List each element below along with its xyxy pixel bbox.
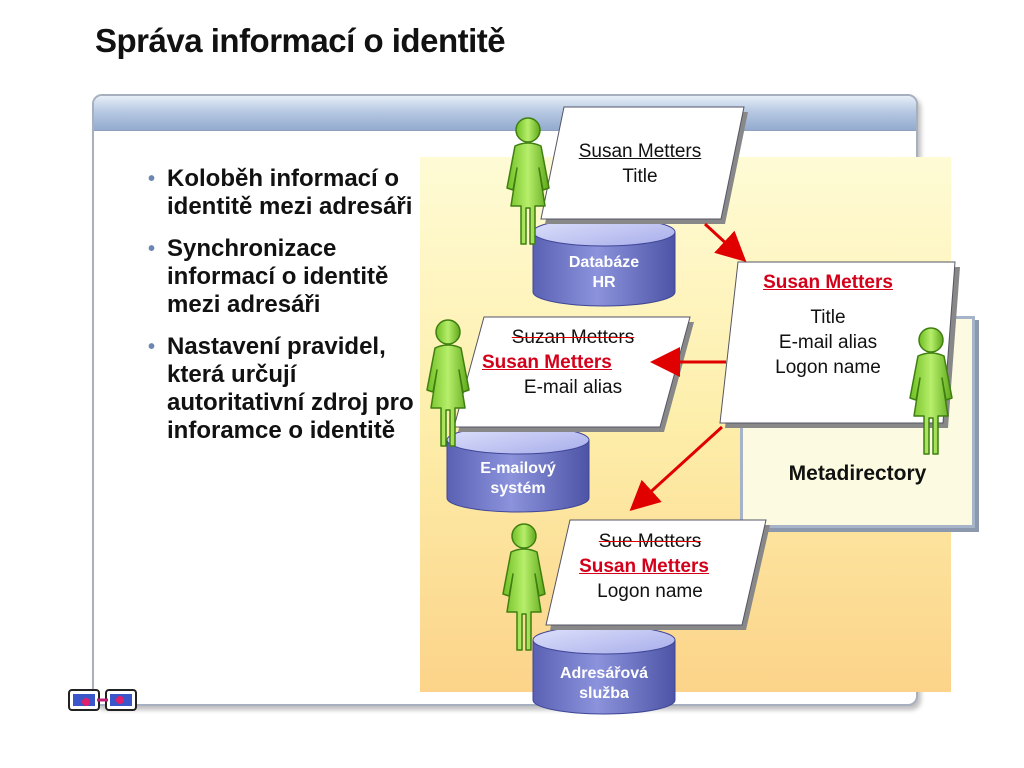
bullet-dot-icon: • — [148, 336, 156, 358]
dir-card-text: Sue Metters Susan Metters Logon name — [555, 529, 725, 604]
panel-header-bar — [94, 96, 916, 131]
meta-card-shape — [719, 261, 960, 428]
dir-card-new-name: Susan Metters — [579, 556, 709, 577]
arrow-icon — [629, 425, 724, 512]
meta-card-field: E-mail alias — [778, 332, 878, 353]
arrow-icon — [703, 222, 747, 263]
meta-card-field: Logon name — [775, 357, 881, 378]
hr-card-shape — [540, 106, 748, 224]
dir-card-old-name: Sue Metters — [598, 531, 702, 552]
nav-slides-icon[interactable] — [68, 688, 138, 712]
metadirectory-label: Metadirectory — [788, 462, 927, 485]
bullet-dot-icon: • — [148, 238, 156, 260]
slide-title: Správa informací o identitě — [95, 22, 506, 59]
email-db-label: E-mailový systém — [480, 460, 556, 497]
bullet-item: •Synchronizace informací o identitě mezi… — [148, 235, 389, 318]
bullet-item: •Koloběh informací o identitě mezi adres… — [148, 165, 413, 220]
email-card-text: Suzan Metters Susan Metters E-mail alias — [468, 325, 648, 400]
hr-card-name: Susan Metters — [578, 141, 702, 162]
email-card-old-name: Suzan Metters — [511, 327, 635, 348]
database-cylinder-icon — [446, 425, 590, 513]
dir-db-label: Adresářová služba — [559, 665, 649, 702]
hr-card-field: Title — [622, 166, 658, 187]
email-card-field: E-mail alias — [523, 377, 623, 398]
email-card-shape — [453, 316, 694, 432]
database-cylinder-icon — [532, 625, 676, 715]
bullet-item: •Nastavení pravidel, která určují autori… — [148, 333, 414, 444]
hr-card-text: Susan Metters Title — [560, 139, 720, 189]
hr-db-label: Databáze HR — [568, 254, 640, 291]
meta-card-name: Susan Metters — [763, 272, 893, 293]
meta-card-field: Title — [810, 307, 846, 328]
meta-card-text: Susan Metters Title E-mail alias Logon n… — [738, 270, 918, 380]
database-cylinder-icon — [532, 217, 676, 307]
bullet-dot-icon: • — [148, 168, 156, 190]
dir-card-field: Logon name — [597, 581, 703, 602]
person-icon — [502, 523, 546, 651]
bullet-list: •Koloběh informací o identitě mezi adres… — [148, 165, 418, 459]
email-card-new-name: Susan Metters — [482, 352, 612, 373]
dir-card-shape — [545, 519, 770, 630]
